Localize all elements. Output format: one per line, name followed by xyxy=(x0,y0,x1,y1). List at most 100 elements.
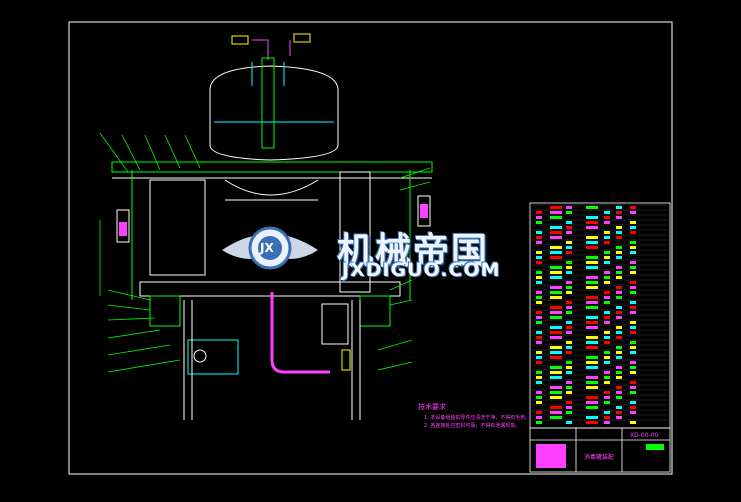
bom-cell xyxy=(566,266,572,269)
bom-cell xyxy=(630,246,636,249)
bom-cell xyxy=(630,291,636,294)
bom-cell xyxy=(550,271,562,274)
bom-cell xyxy=(536,336,542,339)
bom-cell xyxy=(536,271,542,274)
bom-cell xyxy=(604,221,610,224)
bom-cell xyxy=(536,291,542,294)
bom-cell xyxy=(616,326,622,329)
bom-cell xyxy=(550,331,562,334)
bom-cell xyxy=(616,371,622,374)
watermark-emblem xyxy=(222,226,318,270)
bom-cell xyxy=(586,276,598,279)
watermark-badge: JX xyxy=(260,241,274,255)
bom-cell xyxy=(586,401,598,404)
bom-cell xyxy=(604,376,610,379)
bom-cell xyxy=(550,256,562,259)
bom-cell xyxy=(616,251,622,254)
bom-cell xyxy=(630,261,636,264)
bom-cell xyxy=(630,271,636,274)
bom-cell xyxy=(616,206,622,209)
bom-cell xyxy=(536,211,542,214)
bom-cell xyxy=(550,366,562,369)
bom-cell xyxy=(604,271,610,274)
bom-cell xyxy=(536,261,542,264)
bom-cell xyxy=(616,391,622,394)
bom-cell xyxy=(604,296,610,299)
bom-cell xyxy=(550,311,562,314)
bom-cell xyxy=(586,226,598,229)
bom-cell xyxy=(566,366,572,369)
bom-cell xyxy=(630,281,636,284)
bom-cell xyxy=(566,326,572,329)
bom-cell xyxy=(536,221,542,224)
bom-cell xyxy=(586,341,598,344)
bom-cell xyxy=(536,296,542,299)
bom-cell xyxy=(604,356,610,359)
watermark-brand: 机械帝国 xyxy=(337,231,490,272)
bom-cell xyxy=(630,311,636,314)
bom-cell xyxy=(550,336,562,339)
bom-cell xyxy=(566,281,572,284)
bom-cell xyxy=(566,306,572,309)
bom-cell xyxy=(536,391,542,394)
bom-cell xyxy=(604,251,610,254)
bom-cell xyxy=(616,331,622,334)
bom-cell xyxy=(536,331,542,334)
bom-cell xyxy=(536,361,542,364)
bom-cell xyxy=(630,346,636,349)
bom-cell xyxy=(586,336,598,339)
bom-cell xyxy=(630,366,636,369)
bom-cell xyxy=(550,391,562,394)
right-bottle xyxy=(417,195,431,227)
bom-cell xyxy=(550,286,562,289)
bom-cell xyxy=(616,346,622,349)
bom-cell xyxy=(604,316,610,319)
bom-cell xyxy=(586,261,598,264)
bom-cell xyxy=(536,371,542,374)
bom-cell xyxy=(586,406,598,409)
bom-cell xyxy=(604,276,610,279)
bom-cell xyxy=(616,406,622,409)
bom-cell xyxy=(604,421,610,424)
bom-cell xyxy=(616,231,622,234)
bom-cell xyxy=(630,241,636,244)
bom-cell xyxy=(616,306,622,309)
bom-cell xyxy=(630,326,636,329)
bom-cell xyxy=(566,346,572,349)
bom-cell xyxy=(566,351,572,354)
bom-cell xyxy=(566,391,572,394)
bom-cell xyxy=(604,231,610,234)
bom-cell xyxy=(536,236,542,239)
bom-cell xyxy=(586,381,598,384)
bom-cell xyxy=(566,331,572,334)
bom-cell xyxy=(566,321,572,324)
bom-cell xyxy=(604,351,610,354)
bom-cell xyxy=(604,416,610,419)
bom-cell xyxy=(616,296,622,299)
bom-cell xyxy=(536,281,542,284)
bom-cell xyxy=(536,301,542,304)
bom-cell xyxy=(550,326,562,329)
bom-cell xyxy=(630,361,636,364)
bom-cell xyxy=(586,306,598,309)
bom-cell xyxy=(586,301,598,304)
bom-cell xyxy=(586,206,598,209)
bom-cell xyxy=(630,321,636,324)
bom-cell xyxy=(604,321,610,324)
bom-cell xyxy=(630,411,636,414)
bom-cell xyxy=(586,286,598,289)
bom-cell xyxy=(604,256,610,259)
bom-cell xyxy=(604,211,610,214)
bom-cell xyxy=(616,351,622,354)
bom-cell xyxy=(616,211,622,214)
bom-cell xyxy=(630,391,636,394)
bom-cell xyxy=(536,316,542,319)
bom-cell xyxy=(550,296,562,299)
bom-cell xyxy=(586,256,598,259)
bom-cell xyxy=(550,211,562,214)
bom-cell xyxy=(566,301,572,304)
bom-cell xyxy=(550,306,562,309)
bom-cell xyxy=(630,211,636,214)
bom-cell xyxy=(616,266,622,269)
